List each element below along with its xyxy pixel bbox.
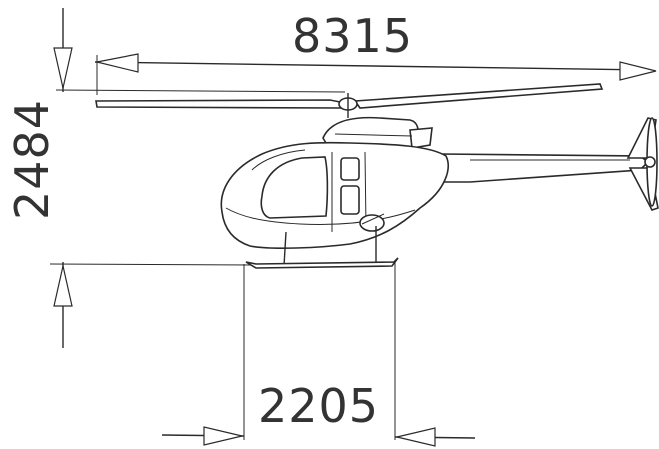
fuselage-belt-line: [225, 207, 416, 225]
height-arrow-bottom: [53, 265, 73, 307]
side-window-upper: [340, 157, 360, 181]
side-window-lower: [340, 185, 360, 215]
skid-dimension: 2205: [161, 262, 476, 447]
helicopter: [95, 83, 659, 269]
windshield-frame: [251, 149, 306, 171]
length-arrow-left: [96, 53, 139, 73]
length-dimension-label: 8315: [292, 9, 413, 63]
height-extension-top: [55, 89, 346, 93]
cockpit-window: [260, 156, 329, 219]
cowling-line: [334, 133, 413, 137]
tail-boom: [439, 153, 650, 183]
height-arrow-top: [53, 47, 73, 89]
panel-detail: [361, 213, 385, 225]
fuselage: [220, 141, 449, 249]
length-arrow-right: [619, 61, 657, 81]
length-dimension-line: [94, 61, 651, 71]
main-rotor-blade-right: [353, 83, 604, 109]
height-dimension: 2484: [5, 8, 346, 348]
skid-arrow-left: [203, 426, 243, 446]
skid-arrow-right: [396, 427, 436, 447]
main-rotor-blade-left: [95, 99, 347, 109]
skid-dimension-label: 2205: [258, 379, 379, 433]
exhaust: [409, 127, 433, 149]
tail-rotor-hub: [644, 156, 656, 168]
height-dimension-label: 2484: [5, 99, 59, 220]
skid-strut-front: [283, 231, 287, 267]
access-panel: [359, 214, 385, 232]
height-extension-bottom: [49, 263, 253, 266]
landing-skid: [245, 257, 399, 269]
length-dimension: 8315: [94, 9, 657, 95]
